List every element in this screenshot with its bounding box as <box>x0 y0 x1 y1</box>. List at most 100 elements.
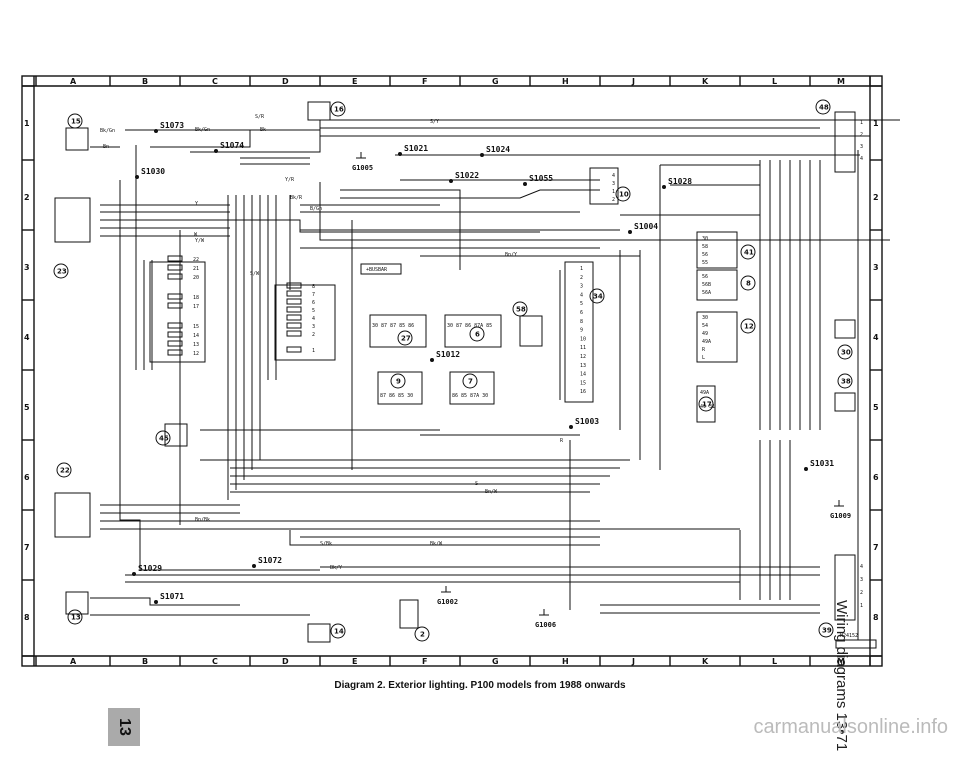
row-label: 5 <box>873 403 879 412</box>
row-label: 8 <box>873 613 879 622</box>
pin-label: 4 <box>580 292 583 298</box>
wire-colour-label: Bk/Y <box>330 565 342 571</box>
column-label: G <box>492 657 499 666</box>
column-label: G <box>492 77 499 86</box>
component-number: 58 <box>516 306 526 314</box>
splice-label: S1021 <box>404 144 428 153</box>
wire-colour-labels: Bk/GnBnS/RBkBk/GnY/RS/YBk/RB/GnYWBn/YBn/… <box>100 114 564 571</box>
pin-label: 54 <box>702 323 708 329</box>
component-number: 12 <box>744 323 754 331</box>
wire-colour-label: S <box>475 481 478 487</box>
pin-label: L <box>702 355 705 361</box>
row-label: 5 <box>24 403 30 412</box>
column-label: M <box>837 77 845 86</box>
ground-label: G1005 <box>352 164 373 172</box>
row-label: 6 <box>873 473 879 482</box>
pin-label: 30 <box>702 315 708 321</box>
component-number: 15 <box>71 118 81 126</box>
row-label: 8 <box>24 613 30 622</box>
pin-label: 58 <box>702 244 708 250</box>
grid-row-ticks <box>22 85 882 657</box>
column-label: L <box>772 77 777 86</box>
section-title: Wiring diagrams <box>833 600 850 709</box>
pin-label: 8 <box>580 319 583 325</box>
wire-colour-label: S/R <box>255 114 265 120</box>
row-label: 4 <box>873 333 879 342</box>
grid-column-ticks <box>35 76 871 666</box>
splice-label: S1072 <box>258 556 282 565</box>
fuse-number: 12 <box>193 351 199 357</box>
pin-label: 6 <box>580 310 583 316</box>
row-label: 3 <box>24 263 30 272</box>
fuse-number: 15 <box>193 324 199 330</box>
fuse-number: 22 <box>193 257 199 263</box>
column-label: C <box>212 657 218 666</box>
component-number: 45 <box>159 435 169 443</box>
component-number: 48 <box>819 104 829 112</box>
component-circle <box>330 623 346 639</box>
chapter-tab <box>108 708 140 746</box>
component-circle <box>462 373 478 389</box>
component-circle <box>512 301 528 317</box>
splice-label: S1022 <box>455 171 479 180</box>
pin-label: 55 <box>702 260 708 266</box>
pin-label: 12 <box>580 354 586 360</box>
component-circle <box>53 263 69 279</box>
fuse-number: 14 <box>193 333 199 339</box>
row-label: 3 <box>873 263 879 272</box>
pin-label: 2 <box>580 275 583 281</box>
row-label: 7 <box>873 543 879 552</box>
fuse-number: 7 <box>312 292 315 298</box>
column-label: A <box>70 77 77 86</box>
wire-colour-label: Bn <box>103 144 109 150</box>
fuse-number: 8 <box>312 284 315 290</box>
pin-label: 1 <box>860 120 863 126</box>
splice-label: S1012 <box>436 350 460 359</box>
chapter-tab-number: 13 <box>116 718 133 736</box>
relay-27-pins: 30 87 87 85 86 <box>372 323 414 329</box>
component-number: 17 <box>702 401 712 409</box>
row-label: 2 <box>24 193 30 202</box>
pin-label: 3 <box>860 144 863 150</box>
pin-label: 4 <box>860 156 863 162</box>
diagram-caption: Diagram 2. Exterior lighting. P100 model… <box>334 680 626 691</box>
component-circle <box>818 622 834 638</box>
component-number: 16 <box>334 106 344 114</box>
wire-colour-label: Bn/Bk <box>195 517 210 523</box>
pin-label: 2 <box>612 197 615 203</box>
component-number: 30 <box>841 349 851 357</box>
component-circle <box>740 244 756 260</box>
pin-label: 1 <box>612 189 615 195</box>
column-label: D <box>282 657 289 666</box>
component-circle <box>469 326 485 342</box>
component-number: 22 <box>60 467 70 475</box>
component-circle <box>615 186 631 202</box>
wire-colour-label: W <box>194 232 198 238</box>
row-label: 4 <box>24 333 30 342</box>
row-label: 1 <box>24 119 30 128</box>
row-label: 6 <box>24 473 30 482</box>
pin-label: 49A <box>700 390 709 396</box>
relay-9-pins: 87 86 85 30 <box>380 393 413 399</box>
pin-label: 2 <box>860 132 863 138</box>
pin-label: 49A <box>702 339 711 345</box>
component-number: 27 <box>401 335 411 343</box>
ground-label: G1009 <box>830 512 851 520</box>
fuse-number: 21 <box>193 266 199 272</box>
column-label: L <box>772 657 777 666</box>
fuse-number: 13 <box>193 342 199 348</box>
pin-label: 4 <box>612 173 615 179</box>
pin-label: 1 <box>860 603 863 609</box>
pin-label: 9 <box>580 328 583 334</box>
wire-colour-label: Y/W <box>195 238 205 244</box>
wire-colour-label: Bk/Gn <box>100 128 115 134</box>
busbar-relay-block <box>54 101 877 649</box>
splice-label: S1074 <box>220 141 244 150</box>
splice-label: S1024 <box>486 145 510 154</box>
wire-bundle-top <box>90 119 900 270</box>
column-label: F <box>422 657 427 666</box>
